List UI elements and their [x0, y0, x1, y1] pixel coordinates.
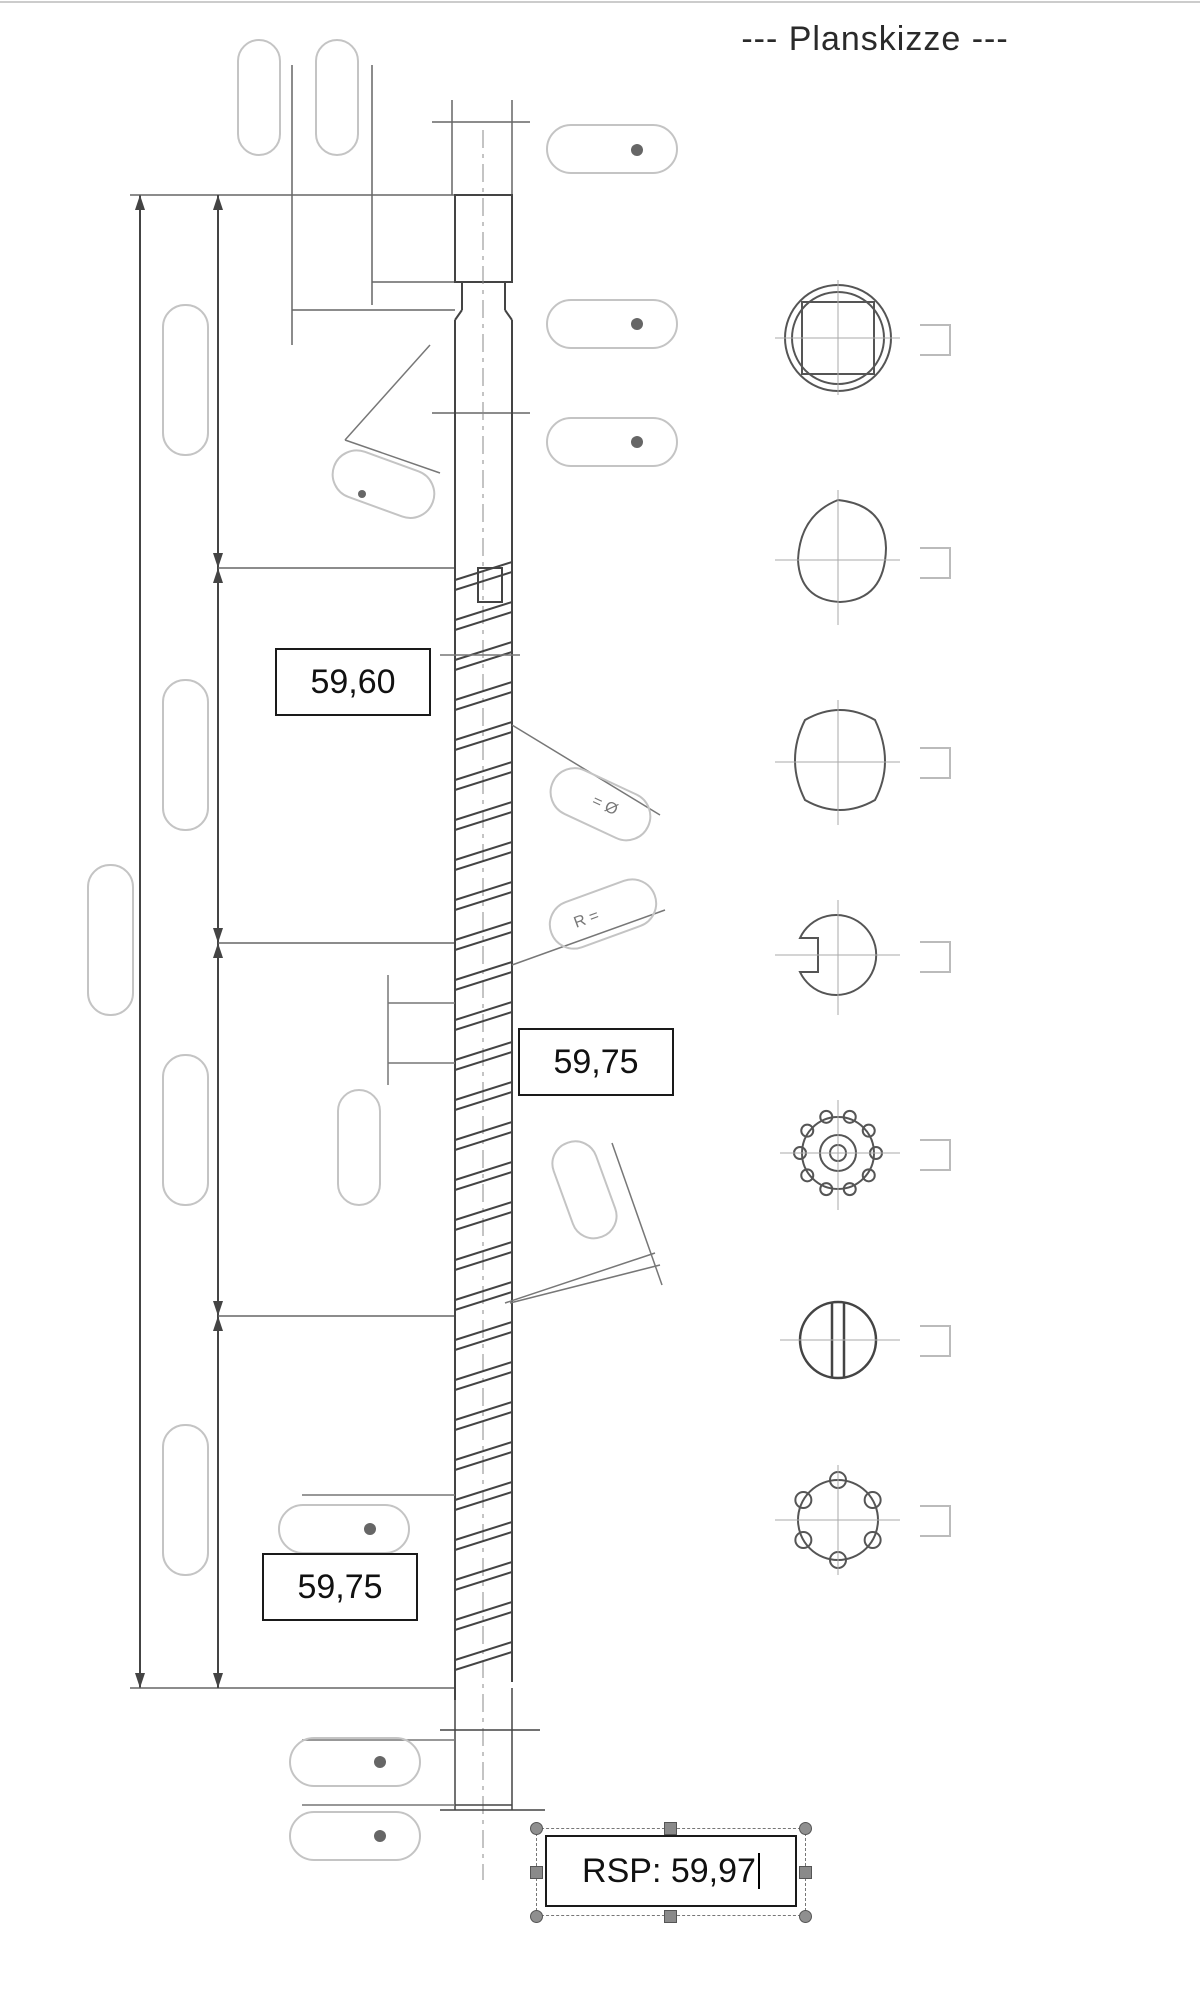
gear-tooth	[794, 1531, 813, 1549]
placeholder-fields	[87, 39, 678, 1861]
resize-handle-top-left[interactable]	[530, 1822, 543, 1835]
spline-tooth	[819, 1182, 834, 1197]
pill-glyphs: = Ø R =	[572, 792, 621, 931]
resize-handle-bottom-left[interactable]	[530, 1910, 543, 1923]
measurement-value: 59,75	[297, 1567, 383, 1606]
rsp-text: RSP: 59,97	[582, 1851, 756, 1890]
square-drive-icon	[775, 280, 951, 395]
gear-teeth	[794, 1471, 882, 1569]
resize-handle-left[interactable]	[530, 1866, 543, 1879]
spline-tooth	[819, 1109, 834, 1124]
spline-tooth	[800, 1123, 815, 1138]
drawing-geometry: = Ø R =	[0, 1, 1200, 1880]
rsp-text-box[interactable]: RSP: 59,97	[545, 1835, 797, 1907]
measurement-field-1[interactable]: 59,60	[275, 648, 431, 716]
resize-handle-right[interactable]	[799, 1866, 812, 1879]
svg-text:= Ø: = Ø	[589, 792, 620, 818]
polygon-drive-icon	[775, 490, 951, 625]
flat-sided-drive-icon	[775, 700, 951, 825]
head-dimensions	[291, 65, 530, 560]
measurement-field-2[interactable]: 59,75	[518, 1028, 674, 1096]
spline-tooth	[842, 1182, 857, 1197]
svg-text:R =: R =	[572, 907, 602, 932]
gear-tooth	[863, 1491, 882, 1509]
gear-tooth	[863, 1531, 882, 1549]
spline-tooth	[842, 1109, 857, 1124]
spline-drive-icon	[780, 1100, 951, 1210]
gear-tooth	[794, 1491, 813, 1509]
leader-lines	[302, 344, 666, 1806]
pill-dots	[358, 144, 643, 1842]
keyway-drive-icon	[775, 900, 951, 1015]
measurement-value: 59,75	[553, 1042, 639, 1081]
resize-handle-top-right[interactable]	[799, 1822, 812, 1835]
overall-length-dimension	[130, 194, 455, 1689]
spline-tooth	[861, 1168, 876, 1183]
spline-tooth	[800, 1168, 815, 1183]
resize-handle-top[interactable]	[664, 1822, 677, 1835]
screw-body	[454, 130, 513, 1880]
resize-handle-bottom-right[interactable]	[799, 1910, 812, 1923]
screw-tip	[440, 1688, 545, 1811]
resize-handle-bottom[interactable]	[664, 1910, 677, 1923]
screw-thread	[454, 560, 513, 1700]
page-title: --- Planskizze ---	[741, 20, 1009, 58]
thread-segment-dimensions	[213, 195, 455, 1688]
measurement-field-3[interactable]: 59,75	[262, 1553, 418, 1621]
slotted-drive-icon	[780, 1300, 951, 1380]
measurement-value: 59,60	[310, 662, 396, 701]
spline-tooth	[861, 1123, 876, 1138]
splined-gear-drive-icon	[775, 1465, 951, 1575]
thread-start	[477, 567, 503, 603]
text-cursor	[757, 1853, 760, 1889]
